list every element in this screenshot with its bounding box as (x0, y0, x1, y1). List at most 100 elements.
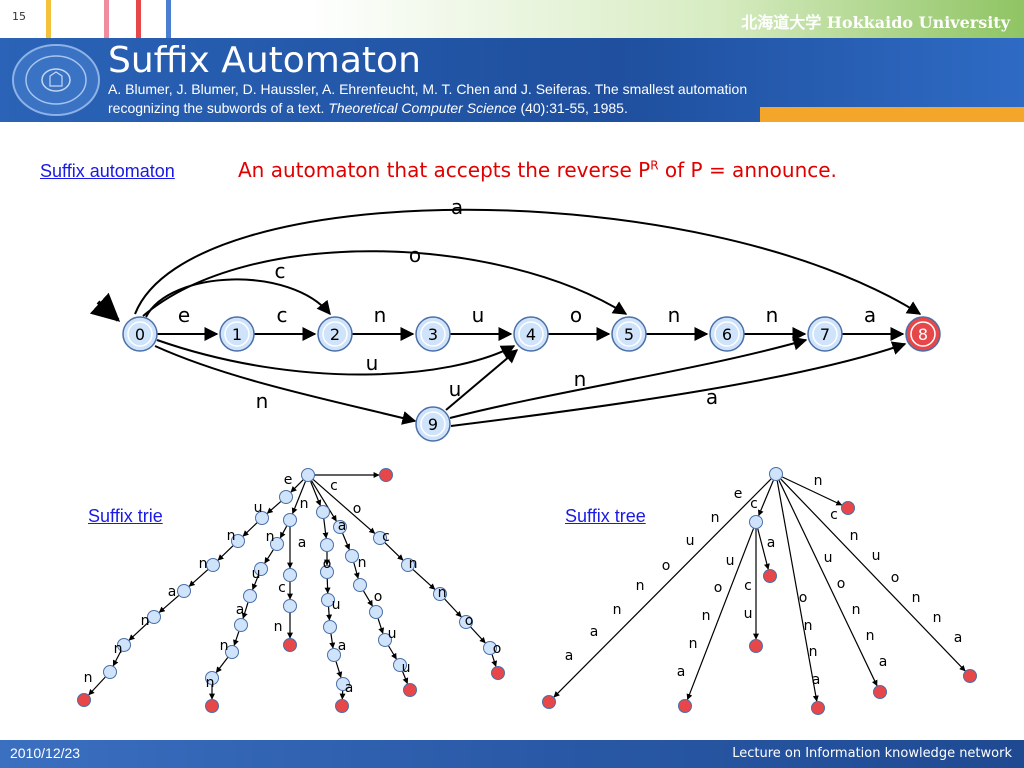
tree-leaf (763, 569, 777, 583)
automaton-edge (450, 341, 907, 427)
tree-leaf (749, 639, 763, 653)
decor-stripe-yellow (46, 0, 51, 38)
tree-edge-label: a (812, 672, 821, 688)
trie-node (234, 618, 248, 632)
trie-edge (290, 479, 304, 493)
trie-edge (251, 575, 259, 591)
suffix-tree-link[interactable]: Suffix tree (565, 506, 646, 526)
trie-node (459, 615, 473, 629)
trie-node (353, 578, 367, 592)
tree-edge-label: u (726, 553, 735, 569)
suffix-trie-link[interactable]: Suffix trie (88, 506, 163, 526)
trie-node (369, 605, 383, 619)
trie-node (320, 538, 334, 552)
automaton-state-ring (616, 321, 642, 347)
trie-node (231, 534, 245, 548)
trie-leaf (77, 693, 91, 707)
tree-edge-label: n (850, 528, 859, 544)
tree-edge-label: o (799, 590, 808, 606)
tree-node (769, 467, 783, 481)
automaton-state-label: 9 (428, 415, 438, 434)
trie-edge (324, 578, 331, 594)
tree-leaf (811, 701, 825, 715)
tree-edge-label: n (689, 636, 698, 652)
tree-edge-label: u (686, 533, 695, 549)
slide-title: Suffix Automaton (108, 40, 421, 81)
tree-edge-label: n (809, 644, 818, 660)
automaton-state-label: 3 (428, 325, 438, 344)
trie-leaf (379, 468, 393, 482)
suffix-automaton-link[interactable]: Suffix automaton (40, 161, 175, 181)
automaton-edge (449, 336, 808, 419)
tree-leaf (678, 699, 692, 713)
tree-edge-label: a (954, 630, 963, 646)
tree-edge-label: n (866, 628, 875, 644)
trie-edge-label: n (199, 556, 208, 572)
trie-edge (353, 562, 360, 579)
trie-edge-label: a (236, 602, 245, 618)
automaton-edge-label: n (374, 303, 387, 327)
automaton-edge-label: a (451, 195, 463, 219)
tree-edge-label: n (702, 608, 711, 624)
trie-node (301, 468, 315, 482)
trie-edge (412, 569, 436, 590)
trie-edge-label: n (358, 555, 367, 571)
trie-edge-label: o (323, 556, 332, 572)
trie-edge-label: n (266, 529, 275, 545)
automaton-state-ring (812, 321, 838, 347)
footer-course: Lecture on Information knowledge network (732, 746, 1012, 761)
trie-edge (402, 671, 409, 685)
trie-edge (112, 650, 122, 667)
trie-edge-label: o (465, 613, 474, 629)
trie-edge (310, 481, 322, 507)
trie-node (270, 537, 284, 551)
trie-node (433, 587, 447, 601)
trie-node (401, 558, 415, 572)
trie-edge (88, 676, 106, 696)
automaton-state-ring (910, 321, 936, 347)
trie-edge-label: a (345, 680, 354, 696)
trie-edge (388, 645, 397, 660)
tree-edge-label: a (590, 624, 599, 640)
trie-leaf (283, 638, 297, 652)
university-name: 北海道大学 Hokkaido University (741, 13, 1010, 32)
trie-edge-label: a (168, 584, 177, 600)
trie-edge (311, 480, 337, 522)
automaton-edge (145, 278, 331, 318)
automaton-edge (154, 345, 417, 425)
automaton-edge (445, 349, 519, 411)
trie-node (336, 677, 350, 691)
trie-edge (241, 602, 249, 619)
trie-node (373, 531, 387, 545)
tree-edge-label: o (662, 558, 671, 574)
tree-edge-label: c (830, 507, 838, 523)
reference-journal: Theoretical Computer Science (328, 100, 517, 116)
trie-edge (264, 549, 274, 564)
trie-node (283, 599, 297, 613)
tree-edge (776, 480, 819, 702)
headline-pre: An automaton that accepts the reverse P (238, 158, 651, 182)
trie-node (323, 620, 337, 634)
trie-edge-label: u (402, 660, 411, 676)
trie-edge-label: n (141, 613, 150, 629)
trie-node (243, 589, 257, 603)
tree-edge-label: o (714, 580, 723, 596)
tree-leaf (542, 695, 556, 709)
tree-leaf (841, 501, 855, 515)
trie-leaf (335, 699, 349, 713)
tree-edge-label: n (804, 618, 813, 634)
tree-edge-label: n (613, 602, 622, 618)
automaton-state-label: 1 (232, 325, 242, 344)
trie-edge-label: u (388, 626, 397, 642)
trie-leaf (205, 699, 219, 713)
trie-edge (217, 545, 234, 561)
trie-node (483, 641, 497, 655)
trie-edge (329, 633, 336, 649)
trie-node (225, 645, 239, 659)
automaton-edge-label: c (277, 303, 288, 327)
trie-edge-label: n (84, 670, 93, 686)
trie-edge (342, 533, 351, 551)
trie-edge-label: a (338, 518, 347, 534)
tree-edge (778, 480, 878, 687)
